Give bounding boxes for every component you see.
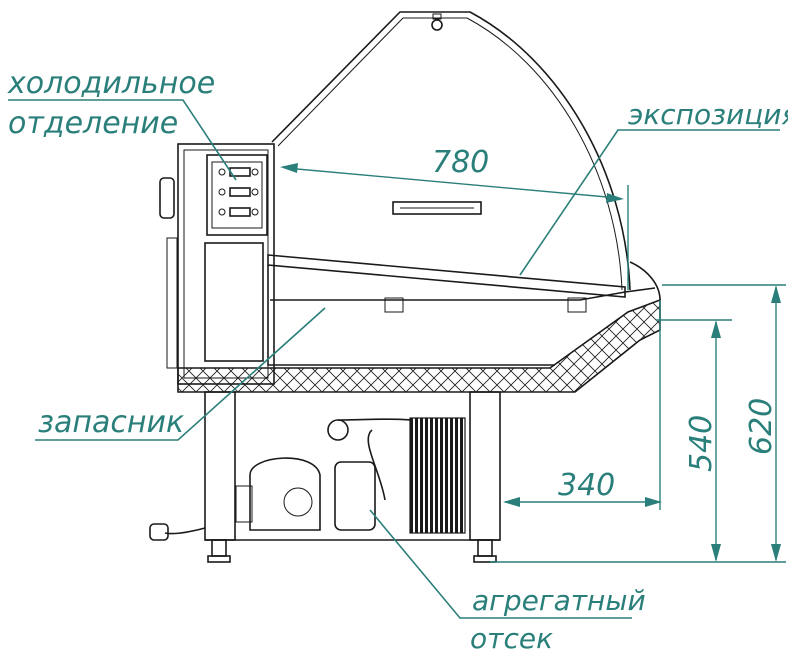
storage-label: запасник bbox=[38, 405, 184, 440]
display-label: экспозиция bbox=[628, 98, 788, 131]
dimension-540-value: 540 bbox=[684, 415, 719, 472]
display-callout: экспозиция bbox=[519, 98, 788, 276]
display-shelf bbox=[267, 201, 626, 298]
refrigeration-unit bbox=[235, 417, 466, 534]
unit-label-line2: отсек bbox=[470, 622, 553, 655]
display-leader bbox=[519, 129, 780, 276]
unit-label-line1: агрегатный bbox=[472, 584, 646, 617]
storage-leader bbox=[35, 307, 326, 441]
dimension-540: 540 bbox=[656, 319, 732, 562]
annotation-layer: холодильное отделение экспозиция запасни… bbox=[7, 66, 788, 655]
insulated-tray bbox=[177, 261, 661, 393]
glass-dome bbox=[271, 11, 631, 291]
rear-block bbox=[159, 143, 275, 385]
cold-compartment-leader bbox=[8, 99, 237, 181]
dimension-620: 620 bbox=[662, 284, 786, 562]
cold-compartment-callout: холодильное отделение bbox=[7, 66, 237, 181]
cold-compartment-label-line2: отделение bbox=[8, 106, 178, 141]
dimension-780-value: 780 bbox=[432, 145, 489, 180]
base-frame bbox=[204, 391, 501, 563]
power-cord bbox=[149, 523, 206, 541]
dimension-340-value: 340 bbox=[558, 468, 615, 503]
storage-callout: запасник bbox=[35, 307, 326, 441]
dimension-620-value: 620 bbox=[744, 398, 779, 455]
cold-compartment-label-line1: холодильное bbox=[7, 66, 215, 101]
unit-leader bbox=[369, 509, 632, 619]
unit-callout: агрегатный отсек bbox=[369, 509, 646, 655]
dimension-340: 340 bbox=[503, 300, 662, 510]
dimension-780: 780 bbox=[280, 145, 629, 290]
